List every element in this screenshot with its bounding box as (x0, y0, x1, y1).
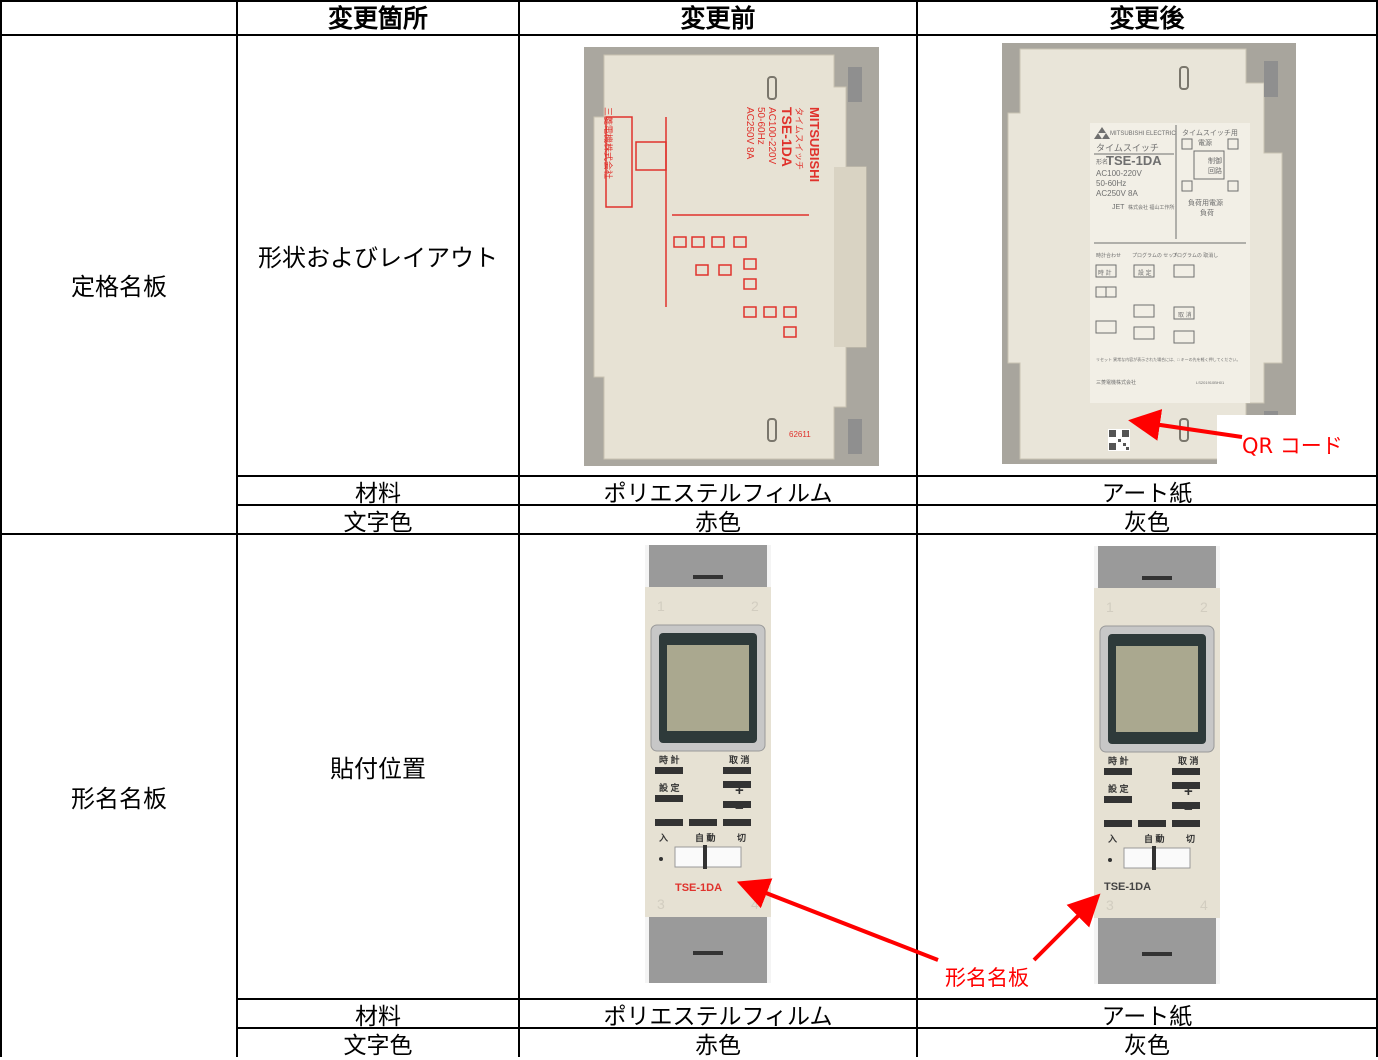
after-block-title: タイムスイッチ用 (1182, 128, 1238, 137)
after-col1: 時計合わせ (1096, 252, 1121, 259)
device-model-label-gray: TSE-1DA (1104, 881, 1151, 893)
after-block-ctrl2: 回路 (1208, 166, 1222, 175)
after-jet-maker: 株式会社 福山工作所 (1128, 204, 1174, 211)
grid-line (236, 1027, 1378, 1029)
photo-device-before: 1 2 時 計 取 消 設 定 + − 入 自 動 切 TSE-1DA 3 4 (645, 545, 771, 983)
grid-line (236, 504, 1378, 506)
after-block-power: 電源 (1198, 138, 1212, 147)
grid-line (236, 475, 1378, 477)
after-brand: MITSUBISHI ELECTRIC (1110, 131, 1176, 137)
device-num-2: 2 (751, 598, 759, 614)
arrow-qr (1128, 409, 1243, 441)
section-model-plate: 形名名板 (71, 784, 167, 813)
row-shape-layout: 形状およびレイアウト (258, 244, 498, 272)
device-mode-off: 切 (737, 833, 746, 843)
device-num-4: 4 (1200, 897, 1208, 913)
device-minus: − (735, 800, 744, 817)
device-minus: − (1184, 801, 1193, 818)
after-key-cancel: 取 消 (1178, 311, 1192, 319)
before-brand: MITSUBISHI (807, 107, 822, 182)
device-num-3: 3 (657, 896, 665, 912)
arrow-model-before (736, 878, 939, 962)
annotation-model-plate: 形名名板 (945, 966, 1029, 990)
device-num-1: 1 (657, 598, 665, 614)
device-mode-on: 入 (1107, 834, 1117, 844)
before-maker: 三菱電機株式会社 (603, 107, 614, 179)
device-mode-on: 入 (658, 833, 668, 843)
row-position: 貼付位置 (330, 755, 426, 783)
after-code: LS201910BH01 (1196, 380, 1225, 385)
header-after: 変更後 (1109, 4, 1185, 33)
device-num-1: 1 (1106, 599, 1114, 615)
section-rating-plate: 定格名板 (71, 273, 167, 301)
device-btn-clock: 時 計 (659, 754, 680, 765)
row-material-before: ポリエステルフィルム (603, 480, 833, 507)
before-kind: タイムスイッチ (794, 107, 804, 170)
photo-rating-plate-before: MITSUBISHI タイムスイッチ TSE-1DA AC100-220V 50… (584, 47, 879, 466)
device-mode-auto: 自 動 (695, 832, 716, 843)
device-btn-clock: 時 計 (1108, 755, 1129, 766)
after-model: TSE-1DA (1106, 153, 1162, 168)
row-material-after: アート紙 (1101, 480, 1193, 507)
row-material-label: 材料 (355, 1003, 401, 1030)
after-spec2: 50-60Hz (1096, 179, 1126, 188)
after-block-ctrl1: 制御 (1208, 156, 1222, 165)
grid-line (1376, 0, 1378, 1057)
device-btn-set: 設 定 (659, 782, 681, 793)
photo-rating-plate-after: MITSUBISHI ELECTRIC タイムスイッチ 形名 TSE-1DA A… (1002, 43, 1296, 464)
after-kind: タイムスイッチ (1096, 143, 1159, 153)
device-num-2: 2 (1200, 599, 1208, 615)
grid-line (236, 998, 1378, 1000)
after-maker: 三菱電機株式会社 (1096, 379, 1136, 386)
grid-line (518, 0, 520, 1057)
after-key-clock: 時 計 (1098, 269, 1112, 277)
after-col2: プログラムの セット (1132, 252, 1178, 259)
row-material-before: ポリエステルフィルム (603, 1003, 833, 1030)
after-jet: JET (1112, 204, 1125, 211)
before-spec3: AC250V 8A (744, 107, 755, 160)
grid-line (916, 0, 918, 1057)
row-material-label: 材料 (355, 480, 401, 507)
photo-device-after: 1 2 時 計 取 消 設 定 + − 入 自 動 切 TSE-1DA 3 4 (1094, 546, 1220, 984)
before-code: 62611 (789, 430, 811, 439)
device-btn-set: 設 定 (1108, 783, 1130, 794)
row-color-after: 灰色 (1124, 1033, 1170, 1059)
row-color-before: 赤色 (695, 1033, 741, 1059)
device-plus: + (1184, 783, 1193, 800)
before-spec1: AC100-220V (766, 107, 777, 165)
row-color-label: 文字色 (343, 509, 413, 536)
grid-line (236, 0, 238, 1057)
before-spec2: 50-60Hz (755, 107, 766, 145)
device-num-3: 3 (1106, 897, 1114, 913)
device-mode-off: 切 (1186, 834, 1195, 844)
row-color-after: 灰色 (1124, 509, 1170, 536)
after-block-load: 負荷用電源 (1188, 198, 1223, 207)
annotation-qr-code: QR コード (1242, 434, 1343, 458)
device-btn-cancel: 取 消 (1178, 755, 1199, 766)
arrow-model-after (1032, 893, 1101, 962)
before-model: TSE-1DA (779, 107, 795, 167)
grid-line (0, 0, 1378, 2)
header-place: 変更箇所 (327, 4, 428, 33)
row-color-before: 赤色 (695, 509, 741, 536)
row-material-after: アート紙 (1101, 1003, 1193, 1030)
after-model-prefix: 形名 (1096, 158, 1108, 166)
grid-line (0, 0, 2, 1057)
device-btn-cancel: 取 消 (729, 754, 750, 765)
header-before: 変更前 (680, 4, 756, 33)
grid-line (0, 533, 1378, 535)
after-col3: プログラムの 取消し (1172, 252, 1218, 259)
after-block-load2: 負荷 (1200, 208, 1214, 217)
device-plus: + (735, 782, 744, 799)
after-reset-note: リセット 異常な内容が表示された場合には、□ キーの先を軽く押してください。 (1096, 356, 1240, 362)
after-spec1: AC100-220V (1096, 169, 1142, 178)
device-mode-auto: 自 動 (1144, 833, 1165, 844)
grid-line (0, 34, 1378, 36)
after-key-set: 設 定 (1138, 269, 1152, 277)
row-color-label: 文字色 (343, 1033, 413, 1059)
device-model-label-red: TSE-1DA (675, 882, 722, 894)
after-spec3: AC250V 8A (1096, 189, 1138, 198)
